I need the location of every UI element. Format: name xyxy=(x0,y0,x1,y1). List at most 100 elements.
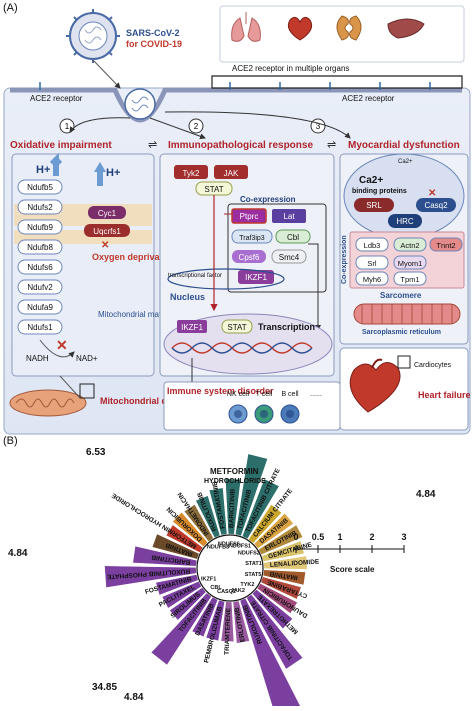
gene-pill xyxy=(17,259,63,275)
tyk2-label: Tyk2 xyxy=(183,169,200,178)
lat-label: Lat xyxy=(283,212,295,221)
cpsf6-pill xyxy=(232,250,266,263)
drug-bar xyxy=(235,453,268,537)
svg-text:✕: ✕ xyxy=(56,337,68,353)
target-label: JAK2 xyxy=(231,588,245,594)
cbl-label: Cbl xyxy=(287,233,299,242)
mitochondrion-icon xyxy=(9,389,87,417)
value-label: 6.53 xyxy=(86,447,106,458)
drug-bar xyxy=(132,545,198,567)
step-2: 2 xyxy=(194,122,199,131)
liver-icon xyxy=(387,18,425,39)
gene-pill xyxy=(17,199,63,215)
lung-icon xyxy=(231,12,261,42)
sarcomere-gene-label: Actn2 xyxy=(400,241,419,250)
smc4-pill xyxy=(271,249,307,264)
target-label: TYK2 xyxy=(240,582,254,588)
ptprc-box xyxy=(231,208,267,224)
radial-chart: RUXOLITINIB PHOSPHATEBARICITINIBIMATINIB… xyxy=(8,447,436,711)
complex-i-genes: Ndufb5Ndufs2Ndufb9Ndufb8Ndufs6Ndufv2Nduf… xyxy=(17,179,63,335)
mito-dysfunction-line: Mitochondrial dysfunction xyxy=(100,396,213,406)
value-label: 4.84 xyxy=(8,548,28,559)
drug-bar xyxy=(246,594,304,670)
tf-label: transcriptional factor xyxy=(168,273,222,279)
sarcomere-gene-label: Srl xyxy=(367,259,377,268)
smc4-label: Smc4 xyxy=(279,253,300,262)
gene-label: Ndufb5 xyxy=(27,183,53,192)
jak-label: JAK xyxy=(224,169,239,178)
drug-bar xyxy=(208,487,228,536)
hrc-pill xyxy=(388,214,422,228)
lat-box xyxy=(272,209,306,223)
drug-bar xyxy=(172,511,209,547)
target-label: STAT5 xyxy=(245,572,262,578)
traf3ip3-label: Traf3ip3 xyxy=(239,235,265,242)
scale-tick-label: 0.5 xyxy=(312,532,325,542)
center-circle xyxy=(196,534,264,602)
drug-bar xyxy=(104,565,197,588)
sarcomere-gene-label: Myh6 xyxy=(363,275,381,284)
target-label: IKZF1 xyxy=(201,576,216,582)
drug-label: BARICITINIB xyxy=(228,488,236,528)
svg-text:⇌: ⇌ xyxy=(148,139,157,151)
cell-label: NK cell xyxy=(227,391,250,398)
heart-icon xyxy=(287,16,313,41)
scale-tick-label: 1 xyxy=(337,532,342,542)
target-label: CBL xyxy=(210,585,222,591)
sarcomere-gene-label: Myom1 xyxy=(398,259,423,268)
drug-label: IMATINIB xyxy=(269,570,298,581)
gene-label: Ndufb9 xyxy=(27,223,53,232)
gene-label: Ndufs6 xyxy=(27,263,53,272)
nad-label: NAD+ xyxy=(76,354,98,363)
cpsf6-label: Cpsf6 xyxy=(239,253,260,262)
gene-pill xyxy=(17,239,63,255)
sarcomere-gene-label: Ldb3 xyxy=(364,241,381,250)
coexpr-box xyxy=(227,203,327,293)
gene-pill xyxy=(17,179,63,195)
sarcomere-gene-pill xyxy=(355,271,389,286)
ca-label: Ca2+ xyxy=(359,175,383,186)
scale-tick-label: 2 xyxy=(369,532,374,542)
oxygen-deprivation: Oxygen deprivation xyxy=(92,252,176,262)
cardiocytes-label: Cardiocytes xyxy=(414,362,451,369)
ptprc-label: Ptprc xyxy=(240,212,259,221)
nucleus-label: Nucleus xyxy=(170,292,205,302)
drug-bar xyxy=(239,597,304,711)
drug-bar xyxy=(155,574,199,596)
nadh-label: NADH xyxy=(26,354,49,363)
gene-label: Ndufa9 xyxy=(27,303,53,312)
target-label: CASQ2 xyxy=(217,589,236,595)
binding-label: binding proteins xyxy=(352,188,407,195)
drug-bar xyxy=(263,555,308,570)
step-1: 1 xyxy=(65,122,70,131)
sr-label: Sarcoplasmic reticulum xyxy=(362,329,441,336)
scale-tick-label: 3 xyxy=(401,532,406,542)
drug-bar xyxy=(261,540,305,562)
virus-title: SARS-CoV-2 xyxy=(126,28,180,38)
sarcomere-gene-label: Tpm1 xyxy=(400,275,419,284)
step-markers: 1 2 3 xyxy=(59,118,326,134)
gene-pill xyxy=(17,219,63,235)
drug-bar xyxy=(169,587,207,621)
cbl-pill xyxy=(275,229,311,244)
dna-helix xyxy=(171,342,313,354)
heart-failure-label: Heart failure xyxy=(418,390,471,400)
target-label: NDUFS2 xyxy=(238,551,260,557)
drug-bar xyxy=(183,503,214,542)
cell-label: T cell xyxy=(256,391,273,398)
sarcomere-gene-pill xyxy=(393,271,427,286)
organs-caption: ACE2 receptor in multiple organs xyxy=(232,64,349,73)
jak-box xyxy=(214,165,248,179)
scale-label: Score scale xyxy=(330,565,375,574)
cell-label: B cell xyxy=(281,391,299,398)
heart-failure-icon xyxy=(349,358,401,413)
drug-bar xyxy=(253,512,294,549)
casq2-pill xyxy=(416,198,456,212)
panel-b-label: (B) xyxy=(3,435,18,447)
uqcrfs1-pill xyxy=(84,224,130,237)
drug-bar xyxy=(251,589,293,630)
